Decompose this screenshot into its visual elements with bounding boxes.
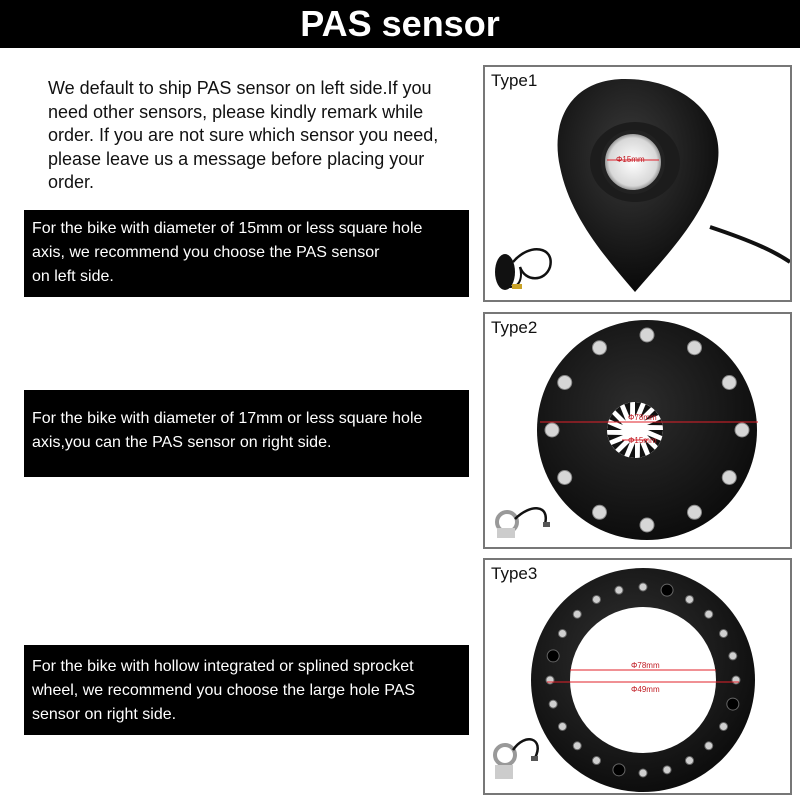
type3-center-hole — [570, 607, 716, 753]
panel-label: Type2 — [491, 318, 538, 337]
spoke — [639, 442, 646, 458]
intro-paragraph: We default to ship PAS sensor on left si… — [48, 77, 478, 195]
magnet — [721, 375, 737, 390]
magnet — [639, 517, 655, 533]
intro-line: We default to ship PAS sensor on left si… — [48, 78, 432, 98]
spoke — [648, 430, 663, 437]
magnet — [592, 504, 607, 520]
ring-hole — [557, 629, 567, 638]
ring-hole — [572, 609, 582, 619]
spoke — [639, 404, 652, 418]
ring-hole — [612, 763, 626, 777]
ring-hole — [638, 768, 648, 778]
ring-hole — [614, 585, 624, 595]
dimension-label: Φ78mm — [631, 661, 660, 670]
page-title-bar: PAS sensor — [0, 0, 800, 48]
panel-label: Type3 — [491, 564, 538, 583]
magnet — [687, 504, 702, 520]
spoke — [635, 402, 642, 417]
type2-inset-sensor — [495, 507, 550, 538]
ring-hole — [592, 594, 601, 604]
magnet — [639, 327, 655, 343]
callout-type3: For the bike with hollow integrated or s… — [24, 645, 469, 735]
ring-hole — [546, 649, 560, 663]
spoke — [644, 439, 655, 454]
ring-hole — [685, 756, 694, 766]
spoke — [628, 443, 635, 458]
intro-line: need other sensors, please kindly remark… — [48, 101, 424, 122]
type1-sensor-image: Φ15mm — [495, 79, 790, 292]
ring-hole — [557, 722, 567, 731]
ring-hole — [548, 699, 558, 709]
spoke — [611, 439, 626, 450]
callout-line: axis, we recommend you choose the PAS se… — [32, 244, 380, 261]
callout-type2: For the bike with diameter of 17mm or le… — [24, 390, 469, 477]
panel-type2: Φ78mm Φ15mm Type2 — [483, 312, 792, 549]
type3-sensor-image: Φ78mm Φ49mm — [493, 568, 755, 792]
magnet — [592, 340, 607, 356]
ring-hole — [660, 583, 674, 597]
ring-hole — [638, 582, 648, 592]
spoke — [647, 434, 661, 447]
ring-hole — [685, 594, 694, 604]
ring-hole — [719, 629, 729, 638]
dimension-label: Φ49mm — [631, 685, 660, 694]
type2-magnets — [544, 327, 750, 533]
intro-line: order. — [48, 172, 95, 192]
type1-sensor-hole — [603, 132, 663, 192]
callout-line: For the bike with diameter of 15mm or le… — [32, 220, 423, 237]
dimension-label: Φ78mm — [628, 413, 657, 422]
panel-label: Type1 — [491, 71, 538, 90]
ring-hole — [704, 741, 714, 751]
ring-hole — [592, 756, 601, 766]
ring-hole — [662, 765, 672, 775]
magnet — [687, 340, 702, 356]
callout-type1: For the bike with diameter of 15mm or le… — [24, 210, 469, 297]
ring-hole — [704, 609, 714, 619]
magnet — [734, 422, 750, 438]
magnet — [544, 422, 560, 438]
callout-line: wheel, we recommend you choose the large… — [32, 682, 416, 699]
magnet — [721, 470, 737, 485]
spoke — [607, 423, 622, 430]
page-title: PAS sensor — [300, 3, 500, 44]
magnet — [557, 470, 573, 485]
panel-type3: Φ78mm Φ49mm Type3 — [483, 558, 792, 795]
callout-line: sensor on right side. — [32, 706, 177, 723]
panel-type1: Φ15mm Type1 — [483, 65, 792, 302]
callout-line: axis,you can the PAS sensor on right sid… — [32, 434, 332, 451]
ring-hole — [545, 675, 555, 685]
spoke — [618, 442, 631, 456]
type2-sensor-image: Φ78mm Φ15mm — [495, 320, 758, 540]
type3-magnet-holes — [545, 582, 741, 778]
callout-line: For the bike with hollow integrated or s… — [32, 658, 414, 675]
spoke — [607, 434, 623, 441]
callout-line: For the bike with diameter of 17mm or le… — [32, 410, 423, 427]
spoke — [624, 402, 631, 418]
ring-hole — [719, 722, 729, 731]
ring-hole — [726, 697, 740, 711]
dimension-label: Φ15mm — [628, 436, 657, 445]
ring-hole — [572, 741, 582, 751]
ring-hole — [731, 675, 741, 685]
magnet — [557, 375, 573, 390]
spoke — [615, 406, 626, 421]
ring-hole — [728, 651, 738, 661]
spoke — [644, 410, 659, 421]
intro-line: please leave us a message before placing… — [48, 148, 425, 169]
type3-inset-sensor — [493, 738, 539, 779]
dimension-label: Φ15mm — [616, 155, 645, 164]
type1-inset-sensor — [495, 248, 552, 290]
callout-line: on left side. — [32, 268, 114, 285]
intro-line: order. If you are not sure which sensor … — [48, 125, 439, 145]
